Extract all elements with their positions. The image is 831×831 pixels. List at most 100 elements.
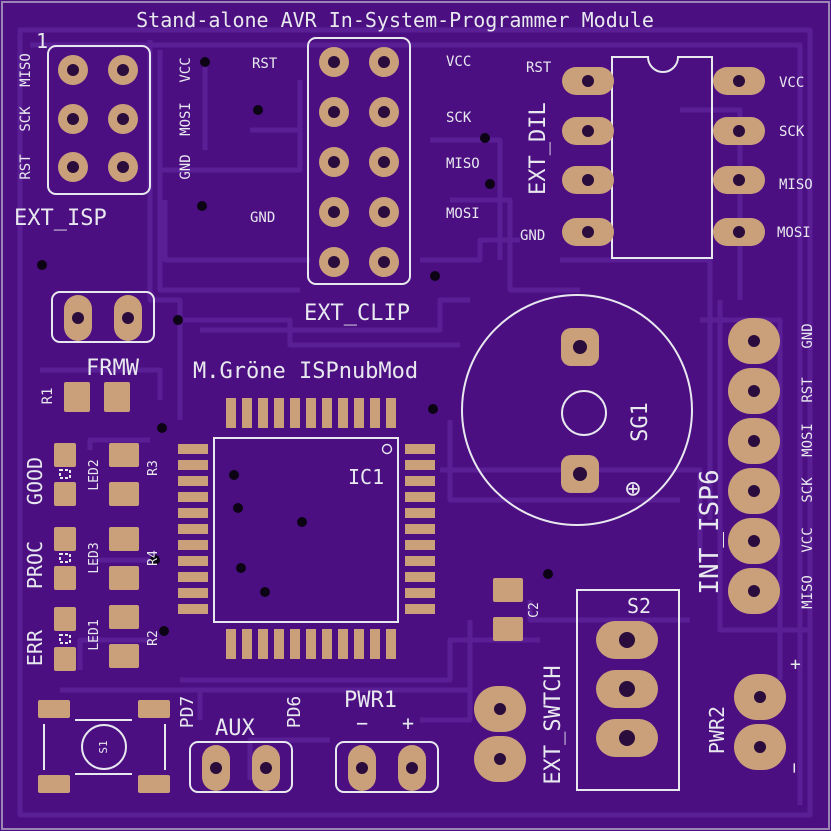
led2-label: LED2 (87, 459, 102, 490)
ic1-pad-left (178, 460, 208, 470)
good-label: GOOD (23, 457, 47, 505)
ic1-pad-top (258, 398, 268, 428)
ext-isp-rst-label: RST (18, 154, 34, 180)
ic1-pad-right (405, 524, 435, 534)
vias (37, 57, 553, 636)
ic1-pad-right (405, 572, 435, 582)
frmw-label: FRMW (86, 356, 140, 381)
aux-pd7-label: PD7 (177, 696, 198, 729)
aux-header: AUX PD7 PD6 (177, 696, 305, 793)
ic1-pad-bottom (354, 629, 364, 659)
r3-label: R3 (146, 460, 161, 476)
ext-clip-miso-label: MISO (446, 156, 480, 172)
ext-isp-mosi-label: MOSI (178, 102, 194, 136)
ext-clip-header: RST GND VCC SCK MISO MOSI EXT_CLIP (250, 37, 480, 326)
ic1-pad-left (178, 444, 208, 454)
ext-dil-rst-label: RST (526, 60, 552, 76)
ic1-pad-right (405, 556, 435, 566)
ext-dil-miso-label: MISO (779, 177, 813, 193)
ic1-pad-top (226, 398, 236, 428)
ic1-chip: IC1 (178, 398, 435, 659)
ext-dil-socket: RST GND VCC SCK MISO MOSI EXT_DIL (520, 56, 813, 259)
ic1-pad-left (178, 508, 208, 518)
led1-label: LED1 (87, 619, 102, 650)
ic1-pad-left (178, 524, 208, 534)
sg1-plus-symbol: ⊕ (625, 474, 641, 504)
c2-label: C2 (527, 602, 542, 618)
sg1-label: SG1 (628, 402, 653, 442)
ext-isp-pin1-label: 1 (36, 29, 48, 53)
ext-isp-vcc-label: VCC (178, 57, 194, 82)
copper-traces (17, 27, 813, 818)
led3-label: LED3 (87, 542, 102, 573)
ext-isp-miso-label: MISO (18, 53, 34, 87)
pwr2-plus-label: + (790, 654, 801, 675)
r4-label: R4 (146, 550, 161, 566)
ext-isp-name: EXT_ISP (14, 206, 107, 231)
ic1-pad-bottom (370, 629, 380, 659)
int-isp6-rst-label: RST (800, 377, 816, 403)
pwr1-plus-label: + (402, 711, 414, 735)
ic1-pad-right (405, 508, 435, 518)
r2-label: R2 (146, 630, 161, 646)
ic1-pad-left (178, 588, 208, 598)
proc-label: PROC (23, 541, 47, 589)
ic1-pad-bottom (338, 629, 348, 659)
ic1-pad-top (386, 398, 396, 428)
ext-dil-sck-label: SCK (779, 124, 805, 140)
ic1-pad-top (290, 398, 300, 428)
ic1-pad-right (405, 476, 435, 486)
pwr2-name: PWR2 (705, 706, 729, 754)
r1-resistor: R1 (40, 382, 130, 412)
pwr1-name: PWR1 (344, 688, 397, 713)
ic1-pad-top (274, 398, 284, 428)
ext-clip-sck-label: SCK (446, 110, 472, 126)
sg1-buzzer: SG1 ⊕ (461, 294, 693, 526)
ic1-pad-top (242, 398, 252, 428)
ic1-pad-bottom (242, 629, 252, 659)
int-isp6-miso-label: MISO (800, 575, 816, 609)
ext-clip-mosi-label: MOSI (446, 206, 480, 222)
int-isp6-sck-label: SCK (800, 477, 816, 503)
ext-clip-vcc-label: VCC (446, 54, 471, 70)
int-isp6-gnd-label: GND (800, 323, 816, 348)
ic1-pad-bottom (386, 629, 396, 659)
board-title: Stand-alone AVR In-System-Programmer Mod… (136, 8, 654, 32)
author-label: M.Gröne ISPnubMod (193, 359, 418, 384)
ic1-pad-top (322, 398, 332, 428)
pwr1-header: PWR1 − + (335, 688, 439, 793)
s1-pushbutton: S1 (38, 700, 170, 793)
ext-swtch-name: EXT_SWTCH (541, 665, 566, 784)
ic1-pad-left (178, 492, 208, 502)
ic1-pad-bottom (322, 629, 332, 659)
status-leds: GOOD LED2 R3 PROC LED3 R4 ERR LED1 R2 (23, 443, 161, 671)
ic1-pad-left (178, 476, 208, 486)
ic1-pad-bottom (290, 629, 300, 659)
pwr2-header: + − PWR2 (705, 654, 805, 773)
s2-switch: S2 (576, 589, 680, 791)
int-isp6-header: GND RST MOSI SCK VCC MISO INT_ISP6 (695, 318, 816, 614)
aux-pd6-label: PD6 (284, 696, 305, 729)
int-isp6-vcc-label: VCC (800, 527, 816, 552)
ic1-pad-right (405, 540, 435, 550)
ext-isp-gnd-label: GND (178, 154, 194, 179)
ext-clip-gnd-label: GND (250, 210, 275, 226)
ext-isp-sck-label: SCK (18, 106, 34, 132)
ic1-pad-top (338, 398, 348, 428)
ic1-pad-right (405, 588, 435, 598)
ext-swtch-header: EXT_SWTCH (474, 665, 566, 785)
pwr1-minus-label: − (356, 711, 368, 735)
s2-label: S2 (627, 594, 651, 618)
ic1-pad-bottom (258, 629, 268, 659)
ext-dil-vcc-label: VCC (779, 75, 804, 91)
ic1-pad-top (354, 398, 364, 428)
ic1-pad-right (405, 492, 435, 502)
ic1-pad-bottom (226, 629, 236, 659)
c2-capacitor: C2 (493, 578, 542, 641)
ic1-pad-right (405, 604, 435, 614)
ext-dil-gnd-label: GND (520, 228, 545, 244)
ext-dil-name: EXT_DIL (526, 102, 551, 195)
pwr2-minus-label: − (784, 762, 805, 773)
